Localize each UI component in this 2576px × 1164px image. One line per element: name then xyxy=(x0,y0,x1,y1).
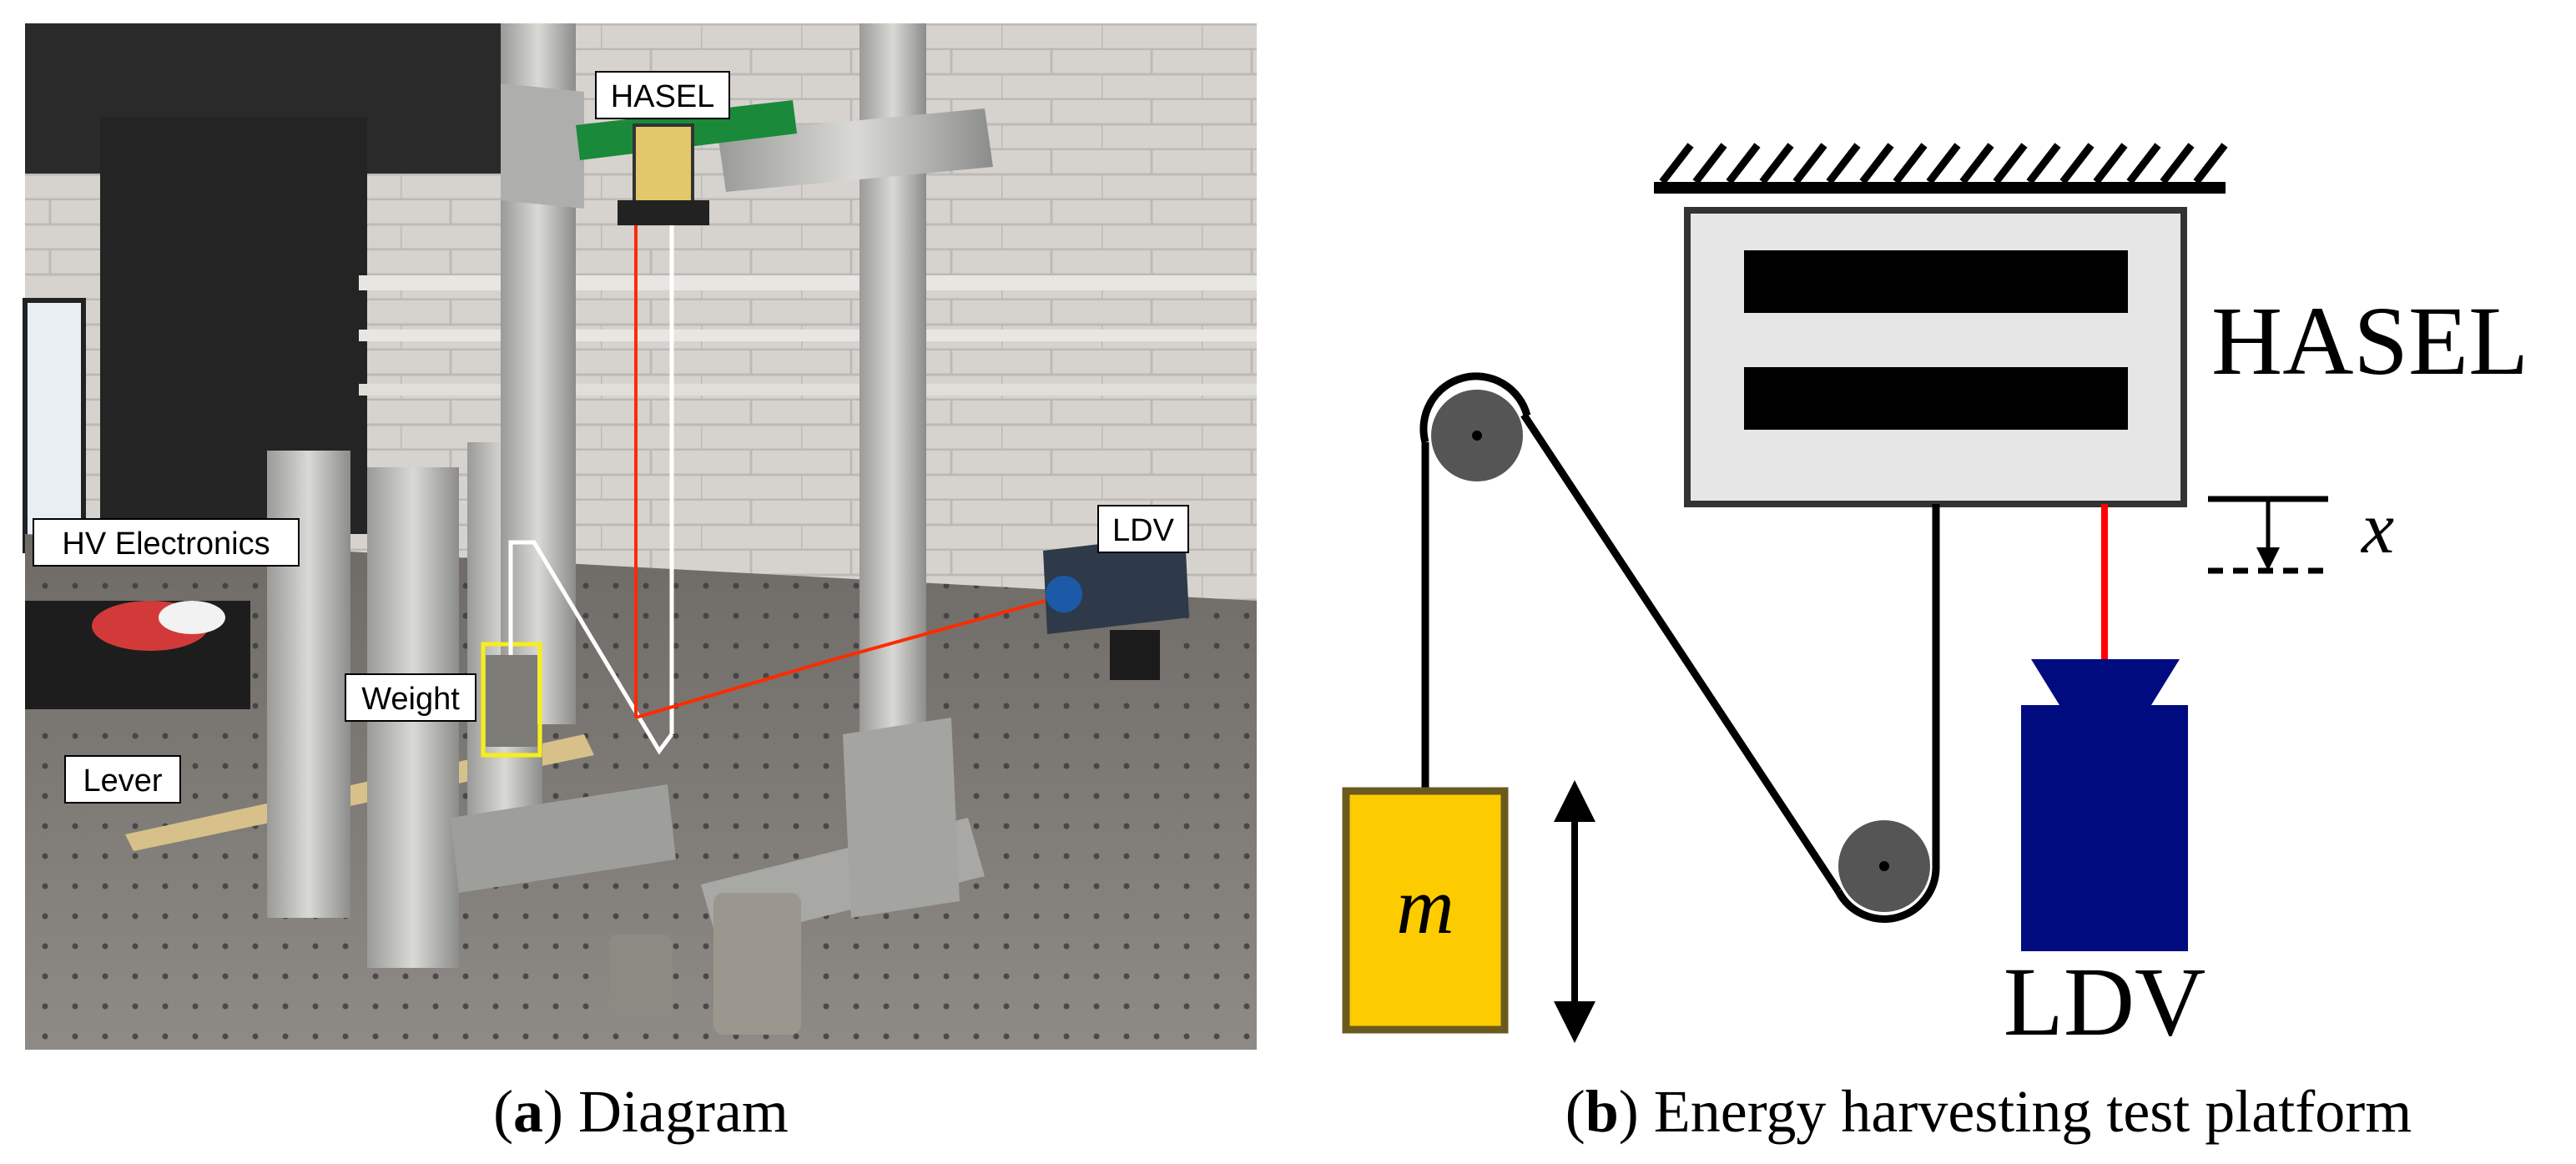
ldv-lens xyxy=(1046,576,1082,612)
ceiling-hatch-mark xyxy=(1893,143,1928,184)
frame-foot xyxy=(843,718,960,918)
laser-beam xyxy=(635,593,1067,719)
displacement-indicator xyxy=(2208,496,2328,574)
ceiling-hatch-mark xyxy=(2026,143,2061,184)
caption-b: (b) Energy harvesting test platform xyxy=(1565,1078,2412,1145)
hv-electronics-parts xyxy=(159,601,225,634)
ceiling-hatch-mark xyxy=(1859,143,1894,184)
label-weight: Weight xyxy=(345,673,476,722)
caption-b-paren-open: ( xyxy=(1565,1078,1585,1145)
ceiling-hatch-mark xyxy=(2193,143,2228,184)
belt xyxy=(1520,412,1842,894)
label-hasel: HASEL xyxy=(595,71,730,119)
ldv-body xyxy=(2021,705,2188,951)
caption-a-text: Diagram xyxy=(578,1078,789,1145)
pulley-top-axle xyxy=(1472,431,1482,441)
ceiling-hatch-mark xyxy=(1959,143,1994,184)
label-hv-electronics-text: HV Electronics xyxy=(62,527,270,562)
caption-a-paren-close: ) xyxy=(543,1078,578,1145)
ceiling-hatch-mark xyxy=(2093,143,2128,184)
ceiling-hatch-mark xyxy=(2160,143,2195,184)
ceiling-hatch-mark xyxy=(1659,143,1694,184)
schematic-panel: HASEL m LDV xyxy=(1342,143,2528,1056)
hasel-clamp xyxy=(618,200,709,225)
photo-monitor xyxy=(23,298,86,553)
ceiling-hatch-mark xyxy=(1792,143,1827,184)
ceiling-hatch-mark xyxy=(2059,143,2095,184)
label-weight-text: Weight xyxy=(361,682,460,717)
photo-pipe xyxy=(359,384,1257,396)
ceiling-hatch-mark xyxy=(1926,143,1961,184)
hasel-electrode-bottom xyxy=(1744,367,2128,430)
hasel-label: HASEL xyxy=(2211,286,2528,396)
ldv-device xyxy=(1043,534,1189,634)
ceiling-hatch-mark xyxy=(1759,143,1794,184)
ceiling-hatch-mark xyxy=(1826,143,1861,184)
caption-b-text: Energy harvesting test platform xyxy=(1654,1078,2412,1145)
ceiling-hatch-mark xyxy=(1692,143,1727,184)
photo-pipe xyxy=(359,330,1257,341)
pulley-bottom-axle xyxy=(1879,861,1889,871)
caption-b-paren-close: ) xyxy=(1619,1078,1654,1145)
belt xyxy=(1835,865,1940,923)
label-lever: Lever xyxy=(64,755,181,804)
ceiling-hatch-mark xyxy=(1993,143,2028,184)
photo-panel: HASEL LDV HV Electronics Weight Lever xyxy=(23,23,1257,1050)
ldv-head xyxy=(2031,659,2180,705)
ldv-label: LDV xyxy=(2004,947,2206,1056)
label-hasel-text: HASEL xyxy=(611,79,715,114)
belt xyxy=(1419,372,1531,444)
label-lever-text: Lever xyxy=(83,763,162,799)
ceiling xyxy=(1654,182,2226,194)
string xyxy=(508,540,673,755)
label-hv-electronics: HV Electronics xyxy=(33,518,300,567)
photo-pipe xyxy=(359,275,1257,290)
label-ldv-text: LDV xyxy=(1112,513,1175,548)
ceiling-hatch-mark xyxy=(2126,143,2161,184)
hanging-weight xyxy=(486,655,537,747)
caption-a-letter: a xyxy=(513,1078,543,1145)
frame-bracket xyxy=(501,83,584,209)
caption-b-letter: b xyxy=(1585,1078,1619,1145)
weight-small xyxy=(609,935,672,1018)
caption-a: (a) Diagram xyxy=(493,1078,789,1145)
motion-arrow xyxy=(1554,780,1596,1043)
label-ldv: LDV xyxy=(1097,505,1189,553)
displacement-label: x xyxy=(2360,488,2394,569)
ldv-tripod xyxy=(1110,630,1160,680)
mass-label: m xyxy=(1396,861,1454,950)
hasel-electrode-top xyxy=(1744,250,2128,313)
ceiling-hatch-mark xyxy=(1726,143,1761,184)
caption-a-paren-open: ( xyxy=(493,1078,513,1145)
mass-block xyxy=(1342,787,1509,1034)
frame-base xyxy=(451,784,676,893)
weight-large xyxy=(713,893,801,1035)
ceiling-hatch xyxy=(1659,143,2228,184)
